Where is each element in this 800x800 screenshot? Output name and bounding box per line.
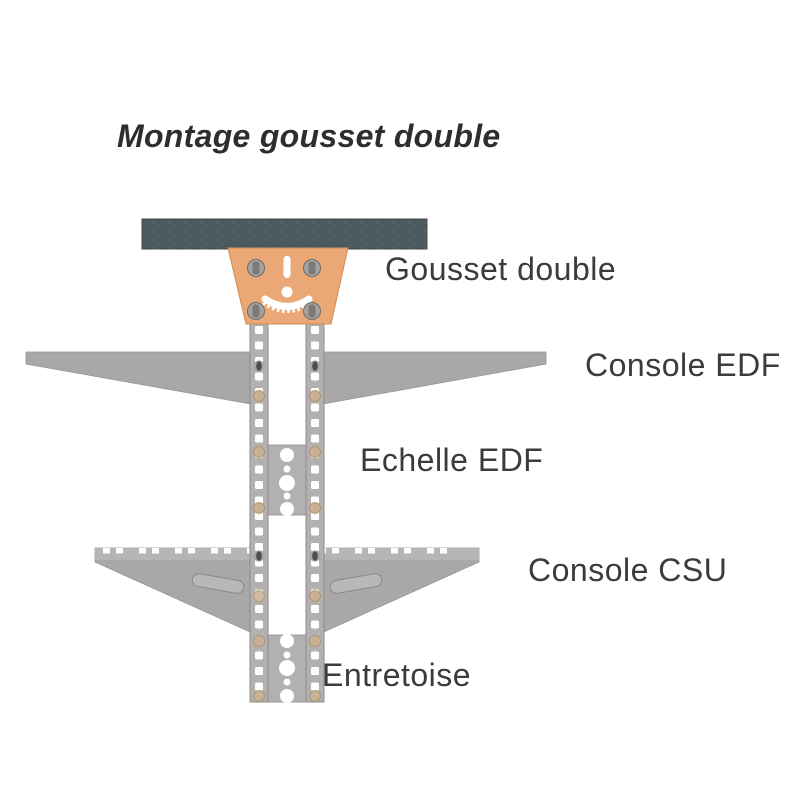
tan-bolt <box>253 635 265 647</box>
gusset-center-hole <box>281 286 293 298</box>
console-csu-right-notches <box>312 548 462 554</box>
spacer-hole <box>280 448 294 462</box>
label-gousset-double: Gousset double <box>385 251 617 287</box>
gusset-arc-slot <box>261 295 313 310</box>
dark-bolt <box>253 550 265 562</box>
tan-bolt <box>309 635 321 647</box>
console-csu-right-arm <box>305 547 480 641</box>
spacer-hole <box>279 475 295 491</box>
console-csu-left-arm <box>94 547 269 641</box>
spacer-hole <box>280 634 294 648</box>
tan-bolt <box>253 446 265 458</box>
tan-bolt <box>309 690 321 702</box>
tan-bolt <box>253 690 265 702</box>
dark-bolt <box>309 360 321 372</box>
rail-fasteners <box>253 360 321 702</box>
tan-bolt <box>253 502 265 514</box>
gusset-bolts <box>247 259 321 320</box>
console-csu-left-notches <box>103 548 263 554</box>
dark-bolt <box>309 550 321 562</box>
console-edf <box>25 351 547 408</box>
ceiling-beam <box>141 218 428 250</box>
spacer-hole <box>283 465 291 473</box>
console-csu-left-slot <box>191 573 245 594</box>
spacer-hole <box>283 492 291 500</box>
label-entretoise: Entretoise <box>322 657 472 693</box>
spacer-hole <box>280 502 294 516</box>
label-console-edf: Console EDF <box>585 347 781 383</box>
tan-bolt <box>309 590 321 602</box>
spacer-hole <box>280 689 294 703</box>
console-csu <box>94 547 480 641</box>
tan-bolt <box>253 590 265 602</box>
gousset-double-plate <box>227 247 349 325</box>
tan-bolt <box>309 502 321 514</box>
console-edf-right-arm <box>305 351 547 408</box>
diagram-title: Montage gousset double <box>117 118 501 154</box>
console-csu-right-slot <box>329 573 383 594</box>
spacer-hole <box>279 660 295 676</box>
tan-bolt <box>309 446 321 458</box>
tan-bolt <box>309 390 321 402</box>
label-console-csu: Console CSU <box>528 552 728 588</box>
tan-bolt <box>253 390 265 402</box>
spacer-hole <box>283 678 291 686</box>
console-edf-left-arm <box>25 351 269 408</box>
dark-bolt <box>253 360 265 372</box>
spacer-hole <box>283 651 291 659</box>
label-echelle-edf: Echelle EDF <box>360 442 544 478</box>
gusset-vertical-slot <box>283 256 291 278</box>
